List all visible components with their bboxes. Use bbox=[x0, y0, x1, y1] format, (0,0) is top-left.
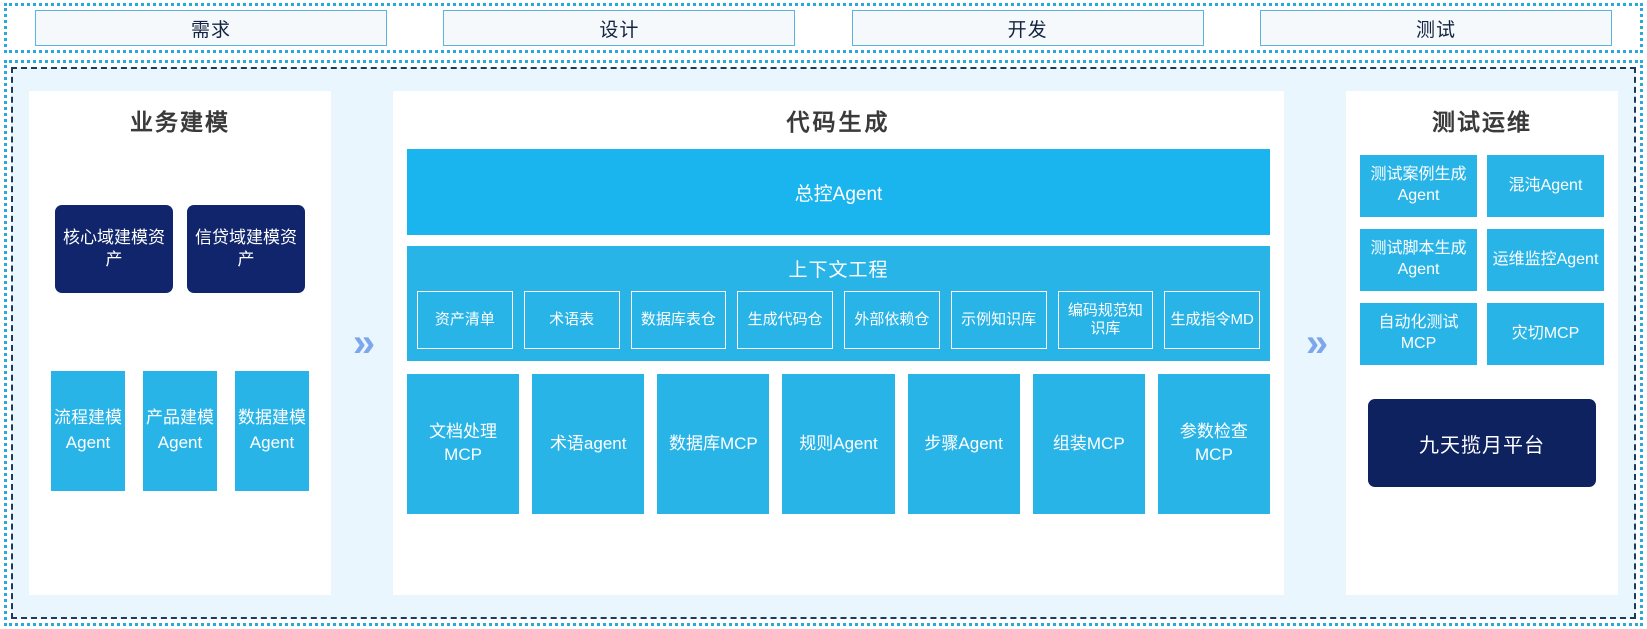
tool-rule-agent[interactable]: 规则Agent bbox=[782, 374, 895, 514]
context-item-db-table-repo[interactable]: 数据库表仓 bbox=[630, 291, 727, 349]
context-item-asset-list[interactable]: 资产清单 bbox=[417, 291, 513, 349]
automated-test-mcp[interactable]: 自动化测试MCP bbox=[1360, 303, 1477, 365]
panel-test-operations: 测试运维 测试案例生成Agent 混沌Agent 测试脚本生成Agent 运维监… bbox=[1346, 91, 1618, 595]
tool-assembly-mcp[interactable]: 组装MCP bbox=[1032, 374, 1145, 514]
phase-bar: 需求 设计 开发 测试 bbox=[4, 3, 1643, 53]
code-generation-tool-row: 文档处理MCP 术语agent 数据库MCP 规则Agent 步骤Agent 组… bbox=[407, 374, 1270, 514]
context-item-example-knowledge-base[interactable]: 示例知识库 bbox=[950, 291, 1047, 349]
test-operations-grid: 测试案例生成Agent 混沌Agent 测试脚本生成Agent 运维监控Agen… bbox=[1360, 155, 1604, 365]
stage-outer-frame: 业务建模 核心域建模资产 信贷域建模资产 流程建模Agent 产品建模Agent… bbox=[4, 60, 1643, 626]
disaster-switch-mcp[interactable]: 灾切MCP bbox=[1487, 303, 1604, 365]
stage-inner-frame: 业务建模 核心域建模资产 信贷域建模资产 流程建模Agent 产品建模Agent… bbox=[11, 67, 1636, 619]
context-engineering-block: 上下文工程 资产清单 术语表 数据库表仓 生成代码仓 外部依赖仓 示例知识库 编… bbox=[407, 246, 1270, 361]
phase-chip-development[interactable]: 开发 bbox=[851, 10, 1204, 46]
phase-label: 测试 bbox=[1415, 19, 1456, 41]
chaos-agent[interactable]: 混沌Agent bbox=[1487, 155, 1604, 217]
phase-label: 需求 bbox=[190, 19, 231, 41]
jiutian-lanyue-platform[interactable]: 九天揽月平台 bbox=[1368, 399, 1596, 487]
business-asset-group: 核心域建模资产 信贷域建模资产 bbox=[55, 205, 305, 293]
tool-document-processing-mcp[interactable]: 文档处理MCP bbox=[407, 374, 520, 514]
panel-title-code-generation: 代码生成 bbox=[786, 109, 891, 135]
phase-chip-requirements[interactable]: 需求 bbox=[35, 10, 387, 46]
context-item-row: 资产清单 术语表 数据库表仓 生成代码仓 外部依赖仓 示例知识库 编码规范知识库… bbox=[417, 291, 1260, 349]
chevron-right-icon-2: » bbox=[1305, 321, 1328, 365]
context-item-glossary[interactable]: 术语表 bbox=[523, 291, 620, 349]
asset-credit-domain[interactable]: 信贷域建模资产 bbox=[187, 205, 305, 293]
phase-label: 设计 bbox=[599, 19, 640, 41]
context-item-external-dependency-repo[interactable]: 外部依赖仓 bbox=[844, 291, 940, 349]
context-item-coding-standard-knowledge-base[interactable]: 编码规范知识库 bbox=[1057, 291, 1154, 349]
test-script-generation-agent[interactable]: 测试脚本生成Agent bbox=[1360, 229, 1477, 291]
phase-chip-testing[interactable]: 测试 bbox=[1259, 10, 1612, 46]
panel-title-test-operations: 测试运维 bbox=[1432, 109, 1532, 135]
agent-process-modeling[interactable]: 流程建模Agent bbox=[51, 371, 125, 491]
tool-glossary-agent[interactable]: 术语agent bbox=[532, 374, 645, 514]
asset-core-domain[interactable]: 核心域建模资产 bbox=[55, 205, 173, 293]
agent-data-modeling[interactable]: 数据建模Agent bbox=[235, 371, 309, 491]
chevron-right-icon-1: » bbox=[352, 321, 375, 365]
panel-business-modeling: 业务建模 核心域建模资产 信贷域建模资产 流程建模Agent 产品建模Agent… bbox=[29, 91, 331, 595]
master-control-agent[interactable]: 总控Agent bbox=[407, 149, 1270, 235]
panel-title-business-modeling: 业务建模 bbox=[130, 109, 230, 135]
context-engineering-title: 上下文工程 bbox=[788, 260, 889, 281]
tool-parameter-check-mcp[interactable]: 参数检查MCP bbox=[1157, 374, 1270, 514]
phase-label: 开发 bbox=[1007, 19, 1048, 41]
phase-chip-design[interactable]: 设计 bbox=[443, 10, 796, 46]
panel-code-generation: 代码生成 总控Agent 上下文工程 资产清单 术语表 数据库表仓 生成代码仓 … bbox=[393, 91, 1284, 595]
context-item-generated-code-repo[interactable]: 生成代码仓 bbox=[737, 291, 833, 349]
tool-database-mcp[interactable]: 数据库MCP bbox=[657, 374, 770, 514]
business-agent-group: 流程建模Agent 产品建模Agent 数据建模Agent bbox=[51, 371, 309, 491]
tool-step-agent[interactable]: 步骤Agent bbox=[907, 374, 1020, 514]
context-item-generation-instruction-md[interactable]: 生成指令MD bbox=[1164, 291, 1260, 349]
test-case-generation-agent[interactable]: 测试案例生成Agent bbox=[1360, 155, 1477, 217]
ops-monitoring-agent[interactable]: 运维监控Agent bbox=[1487, 229, 1604, 291]
agent-product-modeling[interactable]: 产品建模Agent bbox=[143, 371, 217, 491]
